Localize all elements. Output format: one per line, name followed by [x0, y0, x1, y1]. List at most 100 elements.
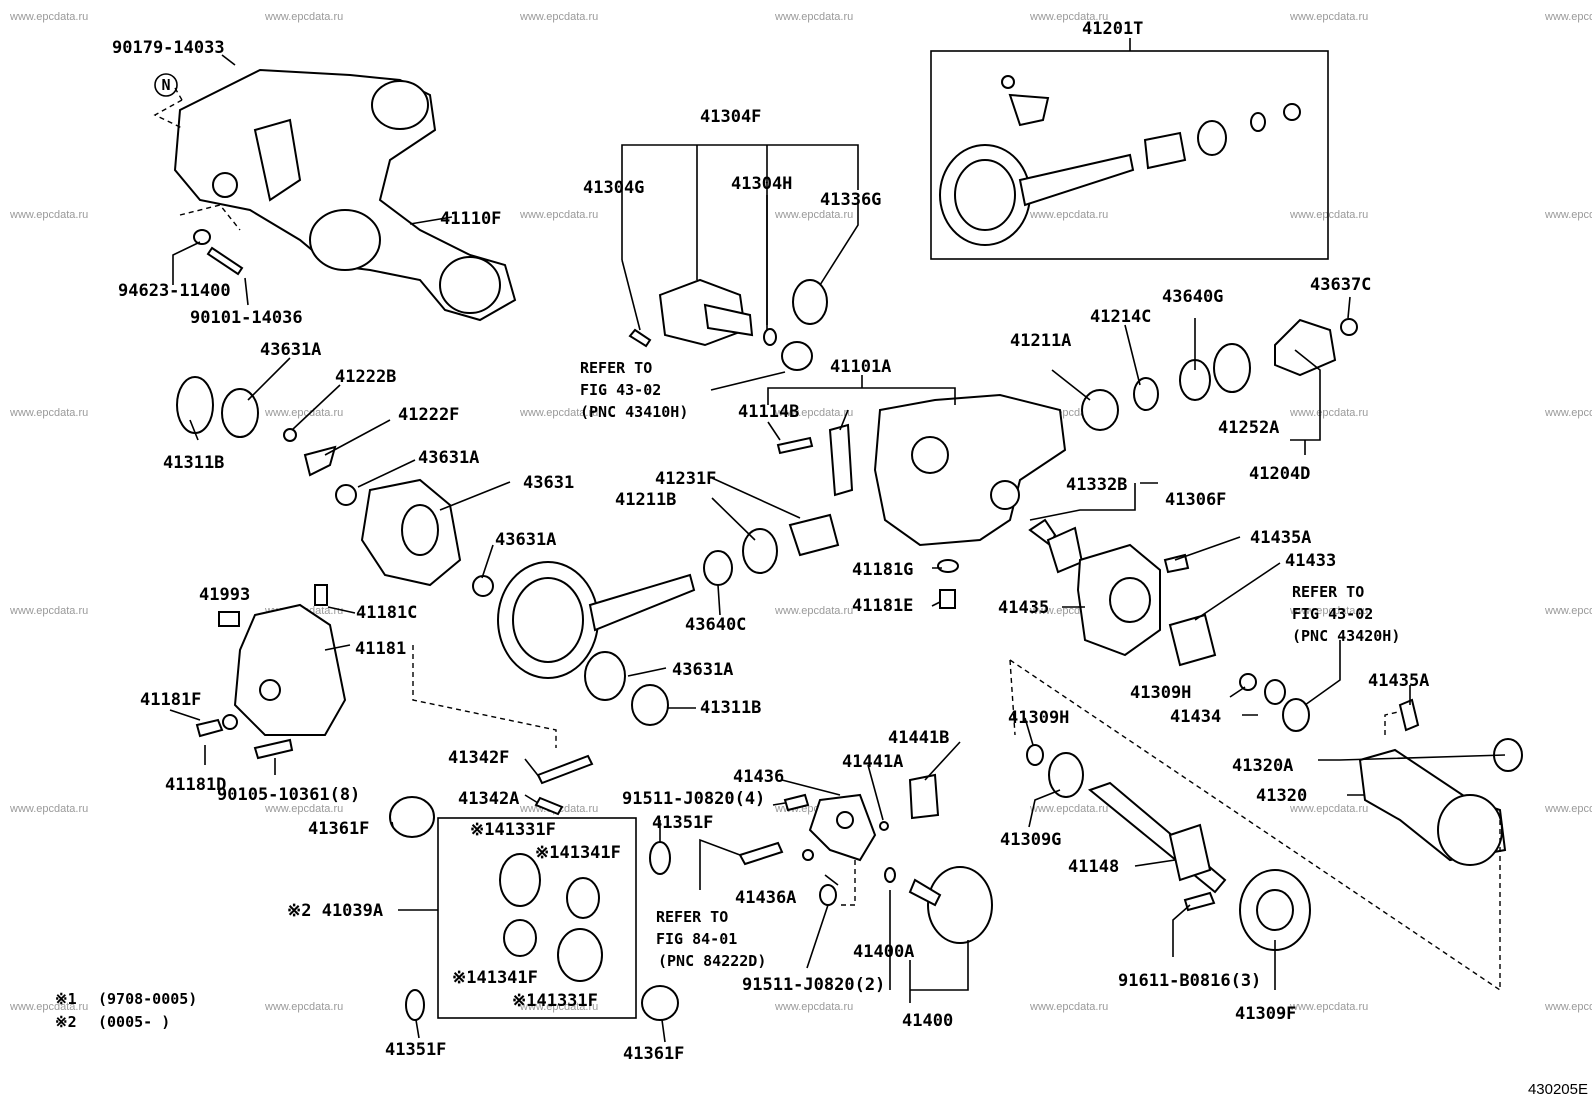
watermark-text: www.epcdata.ru [1029, 209, 1108, 221]
watermark-text: www.epcdata.ru [1544, 605, 1592, 617]
label-41320[interactable]: 41320 [1256, 786, 1307, 806]
circle-n-label: N [161, 76, 170, 94]
label-41306F[interactable]: 41306F [1165, 490, 1226, 510]
label-41435[interactable]: 41435 [998, 598, 1049, 618]
label-41336G[interactable]: 41336G [820, 190, 881, 210]
label-41434[interactable]: 41434 [1170, 707, 1221, 727]
label-41331F-2[interactable]: ※141331F [512, 991, 598, 1011]
watermark-text: www.epcdata.ru [264, 11, 343, 23]
label-41331F-1[interactable]: ※141331F [470, 820, 556, 840]
label-41309G[interactable]: 41309G [1000, 830, 1061, 850]
svg-text:(9708-0005): (9708-0005) [98, 990, 197, 1008]
label-41433[interactable]: 41433 [1285, 551, 1336, 571]
bolt-41114B [776, 436, 814, 455]
label-41252A[interactable]: 41252A [1218, 418, 1279, 438]
watermark-text: www.epcdata.ru [774, 209, 853, 221]
label-41181E[interactable]: 41181E [852, 596, 913, 616]
label-41211A[interactable]: 41211A [1010, 331, 1071, 351]
refer-note-84222D: REFER TO FIG 84-01 (PNC 84222D) [656, 908, 766, 970]
label-41400[interactable]: 41400 [902, 1011, 953, 1031]
label-41436[interactable]: 41436 [733, 767, 784, 787]
label-91611-B0816[interactable]: 91611-B0816(3) [1118, 971, 1261, 991]
label-41222F[interactable]: 41222F [398, 405, 459, 425]
label-41211B[interactable]: 41211B [615, 490, 676, 510]
watermark-text: www.epcdata.ru [1544, 803, 1592, 815]
label-43631A-3[interactable]: 43631A [495, 530, 556, 550]
label-41110F[interactable]: 41110F [440, 209, 501, 229]
label-43631A-1[interactable]: 43631A [260, 340, 321, 360]
label-91511-J0820-2[interactable]: 91511-J0820(2) [742, 975, 885, 995]
svg-text:※2: ※2 [55, 1013, 77, 1031]
label-41309F[interactable]: 41309F [1235, 1004, 1296, 1024]
svg-text:(PNC 43410H): (PNC 43410H) [580, 403, 688, 421]
label-90101-14036[interactable]: 90101-14036 [190, 308, 303, 328]
left-bearing-cluster-drawing [176, 376, 357, 506]
label-43631A-2[interactable]: 43631A [418, 448, 479, 468]
label-41181C[interactable]: 41181C [356, 603, 417, 623]
part-labels[interactable]: 90179-14033 41110F 94623-11400 90101-140… [112, 19, 1429, 1064]
label-41101A[interactable]: 41101A [830, 357, 891, 377]
label-41400A[interactable]: 41400A [853, 942, 914, 962]
svg-text:(PNC 43420H): (PNC 43420H) [1292, 627, 1400, 645]
label-41342A[interactable]: 41342A [458, 789, 519, 809]
label-43637C[interactable]: 43637C [1310, 275, 1371, 295]
label-41435A-2[interactable]: 41435A [1368, 671, 1429, 691]
watermark-text: www.epcdata.ru [1289, 407, 1368, 419]
label-41441A[interactable]: 41441A [842, 752, 903, 772]
label-41214C[interactable]: 41214C [1090, 307, 1151, 327]
label-41351F-2[interactable]: 41351F [652, 813, 713, 833]
actuator-41400-drawing [738, 773, 993, 944]
label-41114B[interactable]: 41114B [738, 402, 799, 422]
label-94623-11400[interactable]: 94623-11400 [118, 281, 231, 301]
svg-text:FIG 84-01: FIG 84-01 [656, 930, 737, 948]
label-41320A[interactable]: 41320A [1232, 756, 1293, 776]
watermark-text: www.epcdata.ru [1544, 407, 1592, 419]
label-41181D[interactable]: 41181D [165, 775, 226, 795]
label-41304F[interactable]: 41304F [700, 107, 761, 127]
label-41361F-2[interactable]: 41361F [623, 1044, 684, 1064]
label-43640G[interactable]: 43640G [1162, 287, 1223, 307]
label-41204D[interactable]: 41204D [1249, 464, 1310, 484]
label-41231F[interactable]: 41231F [655, 469, 716, 489]
svg-text:REFER TO: REFER TO [656, 908, 728, 926]
label-41304H[interactable]: 41304H [731, 174, 792, 194]
label-41181G[interactable]: 41181G [852, 560, 913, 580]
label-41311B-2[interactable]: 41311B [700, 698, 761, 718]
svg-text:REFER TO: REFER TO [580, 359, 652, 377]
label-41341F-1[interactable]: ※141341F [535, 843, 621, 863]
label-41993[interactable]: 41993 [199, 585, 250, 605]
label-90179-14033[interactable]: 90179-14033 [112, 38, 225, 58]
label-41148[interactable]: 41148 [1068, 857, 1119, 877]
label-90105-10361[interactable]: 90105-10361(8) [217, 785, 360, 805]
label-41351F-1[interactable]: 41351F [385, 1040, 446, 1060]
refer-note-43410H: REFER TO FIG 43-02 (PNC 43410H) [580, 359, 688, 421]
label-41309H-2[interactable]: 41309H [1008, 708, 1069, 728]
label-41435A-1[interactable]: 41435A [1250, 528, 1311, 548]
label-41311B-1[interactable]: 41311B [163, 453, 224, 473]
label-41201T[interactable]: 41201T [1082, 19, 1143, 39]
label-43640C[interactable]: 43640C [685, 615, 746, 635]
label-43631A-4[interactable]: 43631A [672, 660, 733, 680]
label-41341F-2[interactable]: ※141341F [452, 968, 538, 988]
label-41039A[interactable]: ※2 41039A [287, 901, 383, 921]
label-41181[interactable]: 41181 [355, 639, 406, 659]
watermark-text: www.epcdata.ru [1029, 11, 1108, 23]
svg-text:(PNC 84222D): (PNC 84222D) [658, 952, 766, 970]
label-91511-J0820-4[interactable]: 91511-J0820(4) [622, 789, 765, 809]
cover-41181-drawing [195, 584, 347, 760]
label-41441B[interactable]: 41441B [888, 728, 949, 748]
label-41181F[interactable]: 41181F [140, 690, 201, 710]
label-41332B[interactable]: 41332B [1066, 475, 1127, 495]
figure-number: 430205E [1528, 1081, 1588, 1098]
label-41342F[interactable]: 41342F [448, 748, 509, 768]
label-41222B[interactable]: 41222B [335, 367, 396, 387]
label-43631[interactable]: 43631 [523, 473, 574, 493]
label-41304G[interactable]: 41304G [583, 178, 644, 198]
footnotes: ※1 (9708-0005) ※2 (0005- ) [55, 990, 197, 1031]
watermark-text: www.epcdata.ru [774, 605, 853, 617]
label-41309H-1[interactable]: 41309H [1130, 683, 1191, 703]
label-41436A[interactable]: 41436A [735, 888, 796, 908]
label-41361F-1[interactable]: 41361F [308, 819, 369, 839]
ring-pinion-middle-drawing [497, 513, 840, 726]
